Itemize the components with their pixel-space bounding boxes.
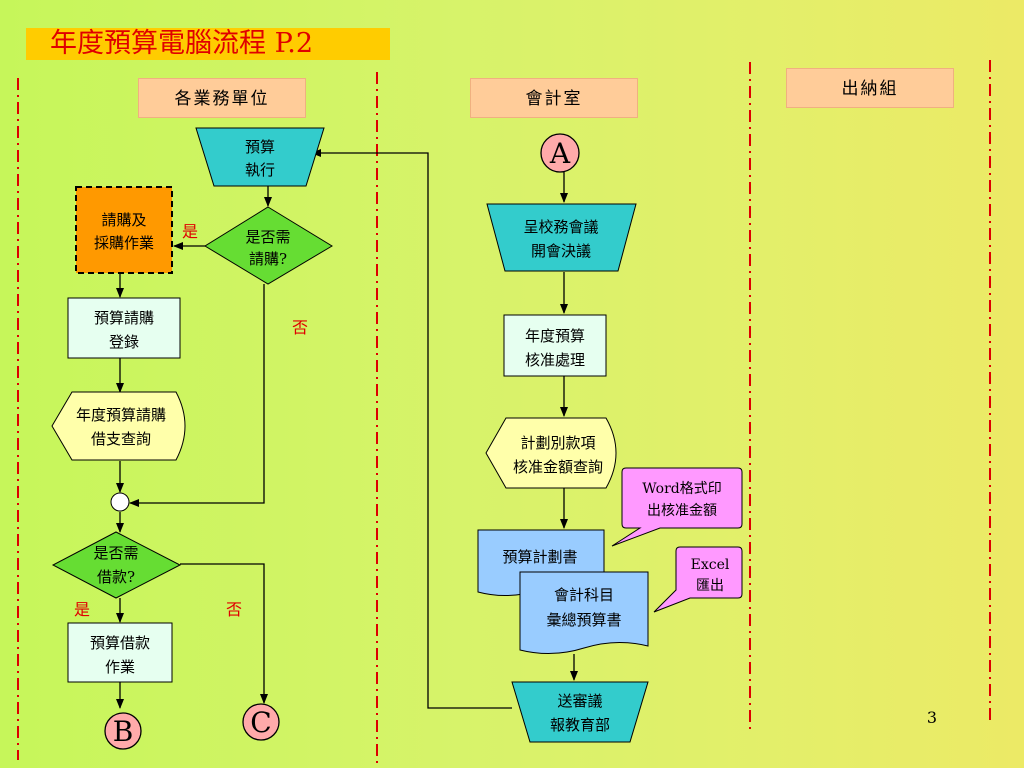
node-purchase-query-line1: 年度預算請購 [76, 406, 166, 424]
callout-word-line1: Word格式印 [642, 481, 722, 497]
callout-excel: Excel 匯出 [653, 546, 743, 613]
node-budget-exec-line1: 預算 [245, 138, 275, 156]
node-plan-query-line2: 核准金額查詢 [513, 458, 603, 476]
doc-plan-book-title: 預算計劃書 [502, 548, 577, 566]
node-council-line1: 呈校務會議 [523, 218, 598, 236]
decision-purchase: 是否需 請購? [204, 206, 333, 285]
page-title: 年度預算電腦流程 P.2 [26, 28, 390, 60]
node-council-line2: 開會決議 [531, 242, 591, 260]
page-number: 3 [926, 708, 938, 727]
header-cashier: 出納組 [786, 68, 954, 108]
decision-purchase-line1: 是否需 [245, 228, 290, 246]
node-purchase-work: 請購及 採購作業 [75, 186, 173, 274]
node-purchase-work-line2: 採購作業 [94, 234, 154, 252]
line-q2-no [180, 563, 268, 704]
callout-word: Word格式印 出核准金額 [611, 467, 743, 547]
header-accounting: 會計室 [470, 78, 638, 118]
merge-point [110, 492, 130, 512]
connector-c: C [242, 703, 280, 741]
node-plan-query: 計劃別款項 核准金額查詢 [485, 417, 617, 489]
label-yes-loan: 是 [74, 600, 90, 619]
lane-dividers [17, 60, 991, 768]
node-purchase-query-line2: 借支查詢 [91, 430, 151, 448]
node-council: 呈校務會議 開會決議 [486, 203, 637, 272]
connector-a-label: A [549, 137, 571, 170]
callout-excel-line1: Excel [691, 557, 730, 573]
node-budget-exec-line2: 執行 [245, 161, 275, 179]
node-send-line1: 送審議 [557, 692, 602, 710]
doc-summary-book-line1: 會計科目 [554, 586, 614, 604]
label-no-loan: 否 [226, 600, 242, 619]
flow-lines [116, 149, 578, 709]
node-send: 送審議 報教育部 [511, 681, 649, 743]
decision-purchase-line2: 請購? [249, 250, 287, 268]
node-purchase-query: 年度預算請購 借支查詢 [51, 391, 186, 461]
node-approve-line2: 核准處理 [525, 351, 585, 369]
node-loan-work-line1: 預算借款 [90, 634, 150, 652]
node-loan-work-line2: 作業 [105, 658, 135, 676]
connector-a: A [540, 133, 580, 173]
node-approve: 年度預算 核准處理 [503, 314, 607, 377]
connector-c-label: C [250, 706, 271, 739]
doc-summary-book: 會計科目 彙總預算書 [519, 571, 649, 655]
decision-loan: 是否需 借款? [51, 531, 182, 599]
node-purchase-work-line1: 請購及 [101, 211, 146, 229]
node-purchase-reg: 預算請購 登錄 [67, 297, 181, 359]
decision-loan-line1: 是否需 [93, 544, 138, 562]
callout-word-line2: 出核准金額 [647, 503, 717, 519]
callout-excel-line2: 匯出 [696, 578, 724, 594]
line-send-to-exec [311, 149, 512, 709]
node-plan-query-line1: 計劃別款項 [520, 434, 595, 452]
node-budget-exec: 預算 執行 [195, 127, 325, 187]
header-units: 各業務單位 [138, 78, 306, 118]
decision-loan-line2: 借款? [97, 568, 135, 586]
node-purchase-reg-line1: 預算請購 [94, 309, 154, 327]
label-yes-purchase: 是 [182, 222, 198, 241]
node-send-line2: 報教育部 [550, 716, 610, 734]
node-approve-line1: 年度預算 [525, 327, 585, 345]
connector-b: B [104, 712, 142, 750]
line-q1-no [129, 284, 265, 507]
label-no-purchase: 否 [292, 318, 308, 337]
node-loan-work: 預算借款 作業 [67, 622, 173, 683]
connector-b-label: B [113, 715, 134, 748]
doc-summary-book-line2: 彙總預算書 [546, 611, 621, 629]
node-purchase-reg-line2: 登錄 [109, 333, 139, 351]
